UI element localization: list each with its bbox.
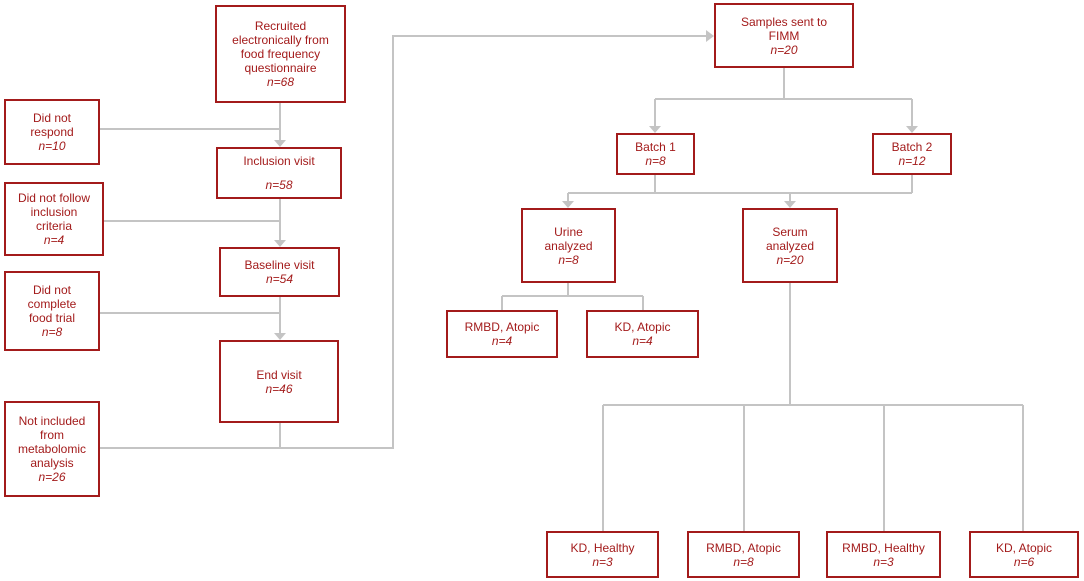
- serum-analyzed-box: Serum analyzed n=20: [742, 208, 838, 283]
- box-label: End visit: [256, 367, 302, 382]
- box-label: Samples sent to FIMM: [740, 14, 828, 43]
- did-not-follow-box: Did not follow inclusion criteria n=4: [4, 182, 104, 256]
- box-count: n=54: [265, 272, 294, 286]
- inclusion-visit-box: Inclusion visit n=58: [216, 147, 342, 199]
- box-count: n=8: [558, 252, 579, 267]
- box-label: Recruited electronically from food frequ…: [232, 19, 329, 75]
- box-label: Did not complete food trial: [27, 283, 77, 325]
- box-count: n=4: [632, 334, 653, 348]
- box-label: Batch 1: [635, 140, 676, 154]
- box-label: Inclusion visit: [243, 154, 315, 168]
- box-count: n=20: [776, 252, 804, 267]
- box-count: n=3: [873, 554, 894, 569]
- box-label: Not included from metabolomic analysis: [17, 414, 87, 470]
- arrowhead: [274, 140, 286, 147]
- box-label: KD, Healthy: [570, 540, 635, 555]
- box-label: Serum analyzed: [765, 224, 815, 253]
- box-label: RMBD, Atopic: [706, 540, 781, 555]
- box-label: KD, Atopic: [995, 540, 1053, 555]
- box-count: n=8: [733, 554, 754, 569]
- urine-kd-atopic-box: KD, Atopic n=4: [586, 310, 699, 358]
- box-count: n=10: [38, 139, 66, 153]
- box-count: n=8: [41, 325, 63, 339]
- samples-sent-box: Samples sent to FIMM n=20: [714, 3, 854, 68]
- did-not-complete-box: Did not complete food trial n=8: [4, 271, 100, 351]
- arrowhead: [649, 126, 661, 133]
- box-count: n=12: [898, 154, 926, 168]
- box-count: n=58: [265, 178, 293, 192]
- batch1-box: Batch 1 n=8: [616, 133, 695, 175]
- box-label: Batch 2: [891, 140, 933, 154]
- did-not-respond-box: Did not respond n=10: [4, 99, 100, 165]
- box-label: Baseline visit: [244, 258, 315, 272]
- arrowhead: [562, 201, 574, 208]
- baseline-visit-box: Baseline visit n=54: [219, 247, 340, 297]
- serum-kd-atopic-box: KD, Atopic n=6: [969, 531, 1079, 578]
- box-label: RMBD, Atopic: [464, 320, 540, 334]
- box-label: Urine analyzed: [544, 224, 593, 253]
- box-label: Did not respond: [30, 111, 74, 139]
- arrowhead: [706, 30, 714, 42]
- not-included-box: Not included from metabolomic analysis n…: [4, 401, 100, 497]
- serum-rmbd-atopic-box: RMBD, Atopic n=8: [687, 531, 800, 578]
- box-label: RMBD, Healthy: [842, 540, 925, 555]
- box-label: KD, Atopic: [614, 320, 671, 334]
- box-count: n=4: [43, 233, 65, 247]
- box-count: n=6: [1013, 554, 1035, 569]
- box-count: n=26: [38, 470, 66, 484]
- recruited-box: Recruited electronically from food frequ…: [215, 5, 346, 103]
- serum-kd-healthy-box: KD, Healthy n=3: [546, 531, 659, 578]
- urine-rmbd-atopic-box: RMBD, Atopic n=4: [446, 310, 558, 358]
- batch2-box: Batch 2 n=12: [872, 133, 952, 175]
- box-count: n=46: [265, 381, 293, 396]
- box-count: n=8: [645, 154, 666, 168]
- serum-rmbd-healthy-box: RMBD, Healthy n=3: [826, 531, 941, 578]
- box-label: Did not follow inclusion criteria: [17, 191, 91, 233]
- box-count: n=68: [266, 75, 295, 89]
- arrowhead: [906, 126, 918, 133]
- arrowhead: [274, 333, 286, 340]
- box-count: n=4: [491, 334, 513, 348]
- arrowhead: [784, 201, 796, 208]
- box-count: n=3: [592, 554, 613, 569]
- end-visit-box: End visit n=46: [219, 340, 339, 423]
- urine-analyzed-box: Urine analyzed n=8: [521, 208, 616, 283]
- arrowhead: [274, 240, 286, 247]
- connector-end-samples: [279, 35, 708, 449]
- box-count: n=20: [770, 42, 798, 57]
